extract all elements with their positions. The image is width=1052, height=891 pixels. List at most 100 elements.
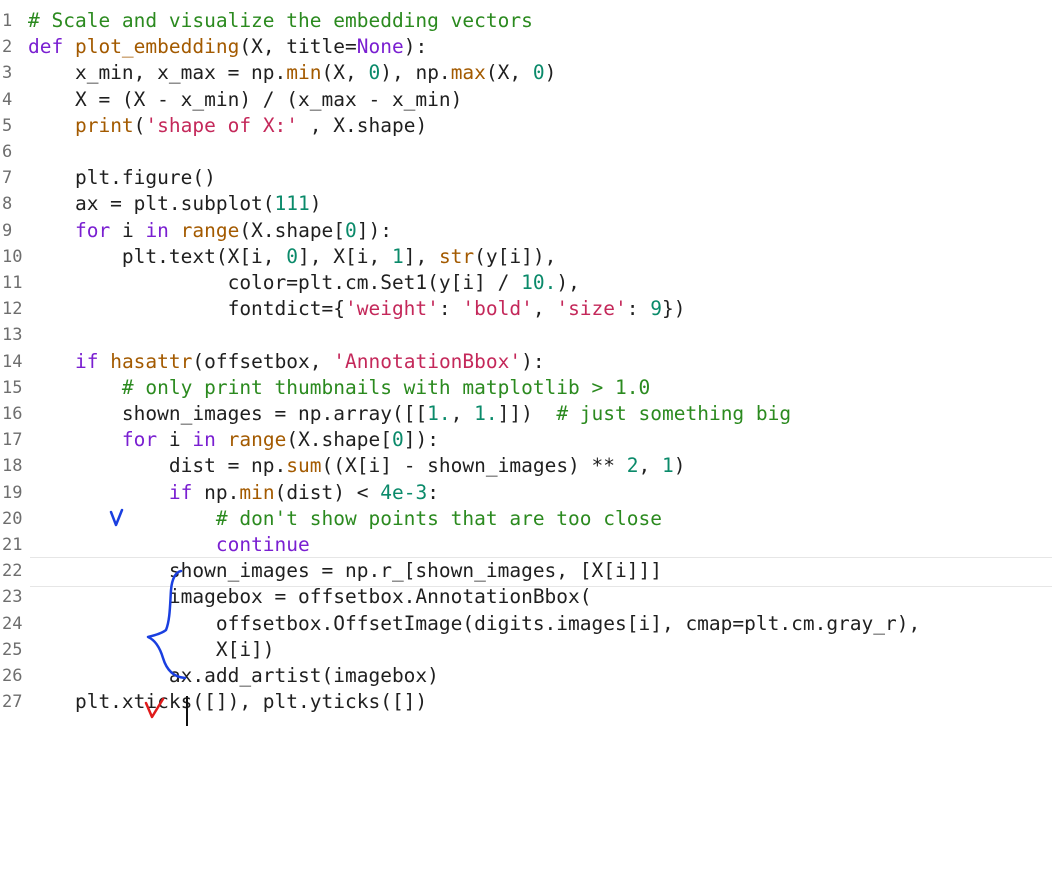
code-token: max — [450, 61, 486, 85]
code-token: : — [427, 480, 439, 504]
line-number: 19 — [2, 482, 23, 503]
code-token: offsetbox.OffsetImage(digits.images[i], … — [28, 611, 921, 635]
code-token: , — [532, 297, 557, 321]
code-line[interactable]: # only print thumbnails with matplotlib … — [28, 373, 650, 403]
code-token: sum — [286, 454, 322, 478]
code-token: ]): — [356, 218, 393, 242]
line-number: 3 — [2, 63, 13, 84]
line-number: 9 — [2, 220, 13, 241]
line-number: 23 — [2, 587, 23, 608]
code-token — [28, 376, 122, 399]
code-token: ): — [521, 349, 545, 373]
code-line[interactable]: fontdict={'weight': 'bold', 'size': 9}) — [28, 294, 686, 324]
code-token: (offsetbox, — [192, 349, 334, 373]
code-line[interactable]: def plot_embedding(X, title=None): — [28, 32, 427, 62]
code-token — [28, 533, 216, 556]
code-line[interactable]: if hasattr(offsetbox, 'AnnotationBbox'): — [28, 347, 545, 377]
code-token — [28, 507, 216, 530]
line-number: 16 — [2, 404, 23, 424]
code-line[interactable]: print('shape of X:' , X.shape) — [28, 111, 427, 141]
code-token: np. — [192, 480, 240, 504]
code-token: (X, — [321, 61, 369, 85]
code-token — [28, 481, 169, 504]
code-token: hasattr — [110, 349, 193, 373]
code-line[interactable]: plt.xticks([]), plt.yticks([]) — [28, 687, 427, 717]
code-token: in — [145, 218, 169, 242]
code-token: color=plt.cm.Set1(y[i] / — [28, 271, 522, 294]
code-token: min — [239, 480, 275, 504]
current-line-highlight — [30, 557, 1052, 588]
code-line[interactable]: color=plt.cm.Set1(y[i] / 10.), — [28, 268, 580, 298]
code-token: i — [157, 428, 193, 452]
line-number: 13 — [2, 325, 23, 346]
code-token: ) — [673, 454, 686, 478]
code-token: ) — [309, 192, 322, 216]
code-line[interactable]: continue — [28, 530, 310, 560]
code-token: }) — [662, 297, 686, 321]
code-token: ), — [556, 271, 580, 294]
code-token: 'bold' — [462, 297, 533, 321]
line-number: 7 — [2, 168, 13, 189]
code-token — [98, 350, 110, 373]
code-token: ), np. — [380, 61, 451, 85]
code-token: 'size' — [556, 297, 627, 321]
code-line[interactable]: for i in range(X.shape[0]): — [28, 425, 439, 455]
code-line[interactable]: x_min, x_max = np.min(X, 0), np.max(X, 0… — [28, 58, 556, 88]
code-token: x_min, x_max = np. — [28, 61, 287, 85]
code-token: plt.xticks([]), plt.yticks([]) — [28, 690, 428, 714]
line-number: 24 — [2, 613, 23, 634]
code-token: 1 — [391, 244, 404, 268]
code-token: shown_images = np.array([[ — [28, 402, 428, 425]
code-token: imagebox = offsetbox.AnnotationBbox( — [28, 585, 592, 609]
code-line[interactable]: ax.add_artist(imagebox) — [28, 661, 439, 691]
code-token: 4e-3 — [380, 480, 428, 504]
code-line[interactable]: imagebox = offsetbox.AnnotationBbox( — [28, 582, 592, 612]
code-token: # only print thumbnails with matplotlib … — [121, 375, 651, 399]
code-line[interactable]: shown_images = np.array([[1., 1.]]) # ju… — [28, 399, 791, 429]
code-line[interactable]: plt.figure() — [28, 163, 216, 193]
line-number: 22 — [2, 561, 23, 582]
code-token: ]): — [403, 428, 439, 452]
code-token: # don't show points that are too close — [215, 506, 662, 530]
line-number: 4 — [2, 89, 13, 110]
code-line[interactable]: offsetbox.OffsetImage(digits.images[i], … — [28, 609, 920, 639]
code-token: , — [450, 402, 475, 425]
code-token: ((X[i] - shown_images) ** — [321, 454, 627, 478]
code-token: 2 — [626, 454, 639, 478]
line-number: 1 — [2, 11, 13, 31]
code-token — [28, 350, 75, 373]
code-token: (X, title= — [239, 35, 357, 59]
code-token: 'weight' — [344, 297, 439, 321]
code-line[interactable]: plt.text(X[i, 0], X[i, 1], str(y[i]), — [28, 242, 556, 272]
code-token: in — [192, 428, 216, 452]
code-line[interactable]: X[i]) — [28, 635, 275, 665]
code-line[interactable]: X = (X - x_min) / (x_max - x_min) — [28, 85, 462, 115]
code-token: 0 — [286, 244, 299, 268]
code-line[interactable]: if np.min(dist) < 4e-3: — [28, 478, 439, 508]
line-number: 21 — [2, 535, 23, 555]
code-token: 1 — [662, 454, 674, 478]
line-number: 14 — [2, 351, 23, 372]
code-token: 'AnnotationBbox' — [333, 349, 522, 373]
code-token: , — [638, 454, 662, 478]
code-line[interactable]: for i in range(X.shape[0]): — [28, 216, 392, 246]
code-token: str — [438, 244, 475, 268]
code-token: , X.shape) — [298, 113, 428, 137]
code-token: 1. — [474, 402, 498, 425]
code-token: 9 — [650, 297, 663, 321]
code-token: ], X[i, — [298, 244, 392, 268]
line-number: 5 — [2, 115, 13, 136]
code-token: continue — [215, 533, 310, 556]
code-token: ) — [544, 61, 557, 85]
code-token: # just something big — [556, 402, 792, 425]
line-number: 26 — [2, 666, 23, 686]
code-token: for — [121, 428, 158, 452]
code-line[interactable]: # don't show points that are too close — [28, 504, 662, 534]
code-line[interactable]: dist = np.sum((X[i] - shown_images) ** 2… — [28, 451, 686, 481]
code-line[interactable]: # Scale and visualize the embedding vect… — [28, 6, 533, 36]
code-token: # Scale and visualize the embedding vect… — [28, 9, 533, 32]
code-token: 0 — [345, 218, 357, 242]
code-line[interactable]: ax = plt.subplot(111) — [28, 189, 322, 219]
code-line[interactable]: shown_images = np.r_[shown_images, [X[i]… — [28, 556, 662, 586]
